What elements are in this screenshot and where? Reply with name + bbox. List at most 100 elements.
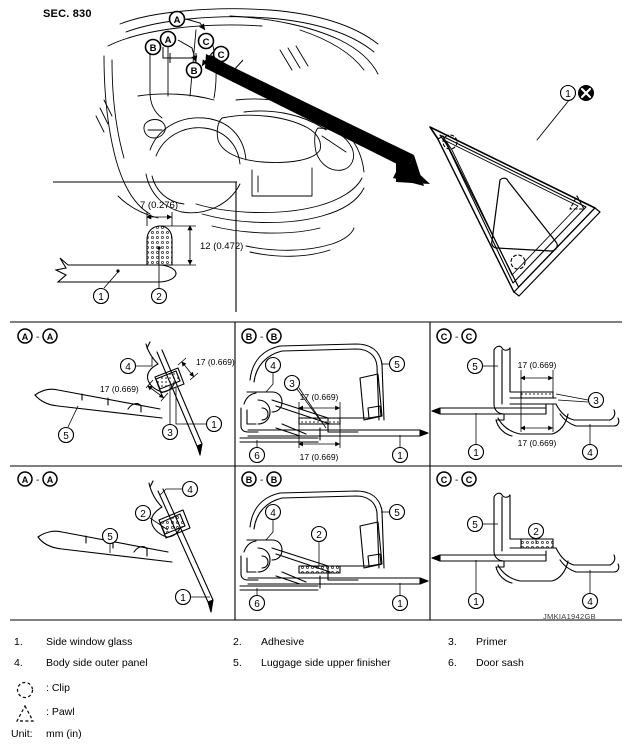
section-grid <box>10 321 622 621</box>
svg-text:-: - <box>260 332 263 343</box>
svg-text:4: 4 <box>587 448 593 459</box>
vehicle-illustration <box>95 8 379 257</box>
non-reusable-x-icon <box>578 85 594 101</box>
legend-number-1: 1. <box>14 636 23 648</box>
section-aa-lower: A - A <box>17 471 214 613</box>
svg-text:B: B <box>246 332 253 342</box>
svg-text:B: B <box>150 43 157 54</box>
svg-text:C: C <box>466 332 473 342</box>
svg-text:C: C <box>466 475 473 485</box>
legend: 1. Side window glass 2. Adhesive 3. Prim… <box>0 636 632 746</box>
svg-text:3: 3 <box>593 396 599 407</box>
svg-text:A: A <box>47 332 54 342</box>
pawl-icon <box>14 704 38 724</box>
svg-text:-: - <box>455 475 458 486</box>
section-bb-lower: B - B <box>239 471 429 612</box>
adhesive-height-dimension: 12 (0.472) <box>200 241 243 252</box>
aa-upper-dimension-2: 17 (0.669) <box>100 384 139 394</box>
aa-upper-dimension-1: 17 (0.669) <box>196 357 235 367</box>
legend-label-6: Door sash <box>476 657 524 669</box>
adhesive-bead-detail-panel: 7 (0.276) 12 (0.472) 1 2 <box>53 181 243 312</box>
svg-text:-: - <box>36 332 39 343</box>
legend-label-5: Luggage side upper finisher <box>261 657 391 669</box>
legend-number-2: 2. <box>233 636 242 648</box>
svg-text:-: - <box>455 332 458 343</box>
unit-value: mm (in) <box>46 728 82 740</box>
section-cc-upper: C - C <box>431 328 620 461</box>
svg-text:C: C <box>441 475 448 485</box>
svg-text:5: 5 <box>107 532 113 543</box>
adhesive-width-dimension: 7 (0.276) <box>140 200 178 211</box>
svg-text:A: A <box>165 35 172 46</box>
svg-text:1: 1 <box>98 292 104 303</box>
drawing-id: JMKIA1942GB <box>543 612 596 621</box>
svg-text:1: 1 <box>565 89 571 100</box>
svg-text:B: B <box>271 475 278 485</box>
section-label: SEC. 830 <box>43 8 92 20</box>
clip-label: : Clip <box>46 682 70 694</box>
svg-text:-: - <box>36 475 39 486</box>
section-title-bb-upper: B - B <box>241 328 282 344</box>
svg-text:1: 1 <box>397 599 403 610</box>
section-bb-upper: B - B <box>239 328 429 464</box>
legend-label-1: Side window glass <box>46 636 133 648</box>
clip-icon <box>14 680 38 700</box>
section-title-bb-lower: B - B <box>241 471 282 487</box>
legend-number-6: 6. <box>448 657 457 669</box>
cc-upper-dimension-2: 17 (0.669) <box>518 438 557 448</box>
section-title-aa-upper: A - A <box>17 328 58 344</box>
svg-text:4: 4 <box>270 508 276 519</box>
bb-upper-dimension-1: 17 (0.669) <box>300 392 339 402</box>
svg-text:5: 5 <box>472 520 478 531</box>
svg-text:B: B <box>191 66 198 77</box>
svg-text:1: 1 <box>180 593 186 604</box>
svg-text:B: B <box>271 332 278 342</box>
section-title-cc-lower: C - C <box>436 471 477 487</box>
svg-text:6: 6 <box>254 451 260 462</box>
svg-text:C: C <box>203 37 210 48</box>
section-aa-upper: A - A <box>17 328 235 456</box>
svg-text:5: 5 <box>63 431 69 442</box>
svg-text:1: 1 <box>473 597 479 608</box>
svg-text:5: 5 <box>472 362 478 373</box>
legend-symbol-pawl: : Pawl <box>0 702 632 726</box>
bb-upper-dimension-2: 17 (0.669) <box>300 452 339 462</box>
legend-label-2: Adhesive <box>261 636 305 648</box>
unit-label: Unit: <box>11 728 33 740</box>
svg-text:1: 1 <box>397 451 403 462</box>
legend-number-5: 5. <box>233 657 242 669</box>
svg-text:1: 1 <box>473 448 479 459</box>
svg-text:4: 4 <box>270 361 276 372</box>
svg-text:2: 2 <box>316 530 322 541</box>
vehicle-callout-markers: A A B B C C <box>144 10 244 79</box>
svg-text:C: C <box>441 332 448 342</box>
cc-upper-dimension-1: 17 (0.669) <box>518 360 557 370</box>
legend-unit-row: Unit: mm (in) <box>0 726 632 746</box>
legend-number-3: 3. <box>448 636 457 648</box>
svg-text:5: 5 <box>394 508 400 519</box>
svg-text:A: A <box>22 475 29 485</box>
svg-text:6: 6 <box>254 599 260 610</box>
svg-text:3: 3 <box>167 428 173 439</box>
svg-text:4: 4 <box>187 485 193 496</box>
section-title-cc-upper: C - C <box>436 328 477 344</box>
svg-text:5: 5 <box>394 360 400 371</box>
svg-text:2: 2 <box>533 527 539 538</box>
svg-text:A: A <box>22 332 29 342</box>
svg-text:C: C <box>218 50 225 61</box>
side-window-glass-detail <box>429 98 601 297</box>
svg-text:4: 4 <box>125 362 131 373</box>
section-title-aa-lower: A - A <box>17 471 58 487</box>
svg-text:2: 2 <box>140 509 146 520</box>
svg-text:-: - <box>260 475 263 486</box>
svg-text:B: B <box>246 475 253 485</box>
svg-text:1: 1 <box>211 420 217 431</box>
svg-text:2: 2 <box>156 292 162 303</box>
legend-number-4: 4. <box>14 657 23 669</box>
svg-text:3: 3 <box>289 379 295 390</box>
pawl-label: : Pawl <box>46 706 75 718</box>
svg-text:A: A <box>47 475 54 485</box>
svg-text:A: A <box>174 15 181 26</box>
